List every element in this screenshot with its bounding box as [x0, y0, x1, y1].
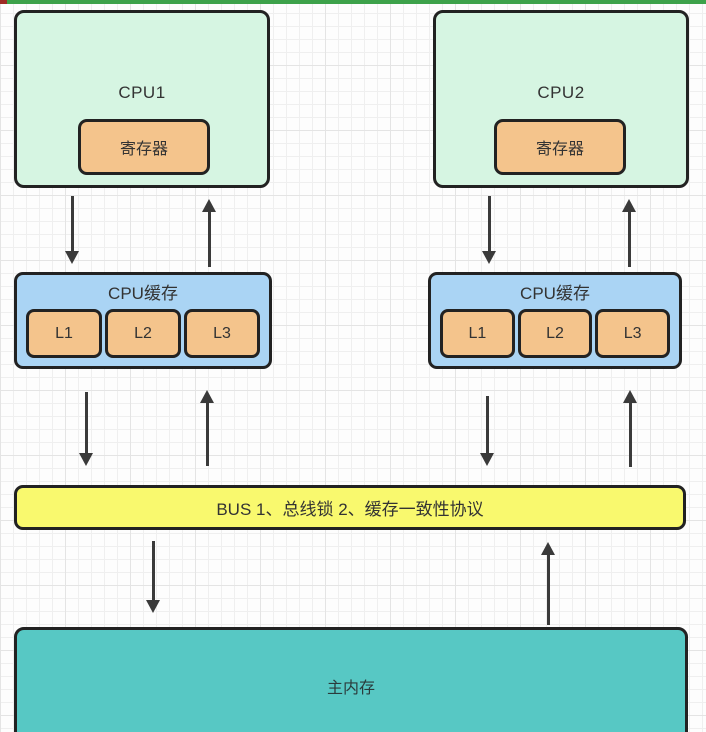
cache2-title: CPU缓存 — [520, 284, 590, 303]
arrow-up-cache1-to-cpu1 — [202, 199, 216, 267]
cpu2-register-box: 寄存器 — [494, 119, 626, 175]
top-left-corner-mark — [0, 0, 7, 4]
cache1-l2-label: L2 — [134, 324, 152, 342]
cache1-l2-box: L2 — [105, 309, 181, 358]
arrow-up-bus-to-cache2 — [623, 390, 637, 467]
cpu1-register-box: 寄存器 — [78, 119, 210, 175]
top-accent-line — [0, 0, 706, 4]
arrow-down-cache1-to-bus — [79, 392, 93, 466]
cpu1-label: CPU1 — [118, 83, 166, 102]
cache2-l1-box: L1 — [440, 309, 515, 358]
cache2-l3-label: L3 — [623, 324, 642, 342]
cache1-l3-box: L3 — [184, 309, 260, 358]
bus-box: BUS 1、总线锁 2、缓存一致性协议 — [14, 485, 686, 530]
arrow-down-bus-to-memory — [146, 541, 160, 613]
arrow-up-cache2-to-cpu2 — [622, 199, 636, 267]
memory-label: 主内存 — [326, 680, 375, 697]
cpu2-label: CPU2 — [537, 83, 585, 102]
cpu2-box: CPU2 寄存器 — [433, 10, 689, 188]
cache2-box: CPU缓存 L1 L2 L3 — [428, 272, 682, 369]
memory-box: 主内存 — [14, 627, 688, 732]
cache1-l1-label: L1 — [55, 324, 73, 342]
cpu1-register-label: 寄存器 — [119, 141, 168, 158]
cache1-l1-box: L1 — [26, 309, 102, 358]
cache2-levels-row: L1 L2 L3 — [431, 309, 679, 358]
arrow-up-memory-to-bus — [541, 542, 555, 625]
arrow-up-bus-to-cache1 — [200, 390, 214, 466]
cache2-l3-box: L3 — [595, 309, 671, 358]
cache2-l2-label: L2 — [546, 324, 564, 342]
cache1-levels-row: L1 L2 L3 — [17, 309, 269, 358]
cpu2-register-label: 寄存器 — [535, 141, 584, 158]
arrow-down-cpu2-to-cache2 — [482, 196, 496, 264]
cpu1-box: CPU1 寄存器 — [14, 10, 270, 188]
arrow-down-cache2-to-bus — [480, 396, 494, 466]
cache2-l1-label: L1 — [468, 324, 487, 342]
arrow-down-cpu1-to-cache1 — [65, 196, 79, 264]
bus-label: BUS 1、总线锁 2、缓存一致性协议 — [216, 500, 484, 519]
cache2-l2-box: L2 — [517, 309, 593, 358]
cache1-title: CPU缓存 — [108, 284, 178, 303]
cache1-l3-label: L3 — [213, 324, 231, 342]
cache1-box: CPU缓存 L1 L2 L3 — [14, 272, 272, 369]
